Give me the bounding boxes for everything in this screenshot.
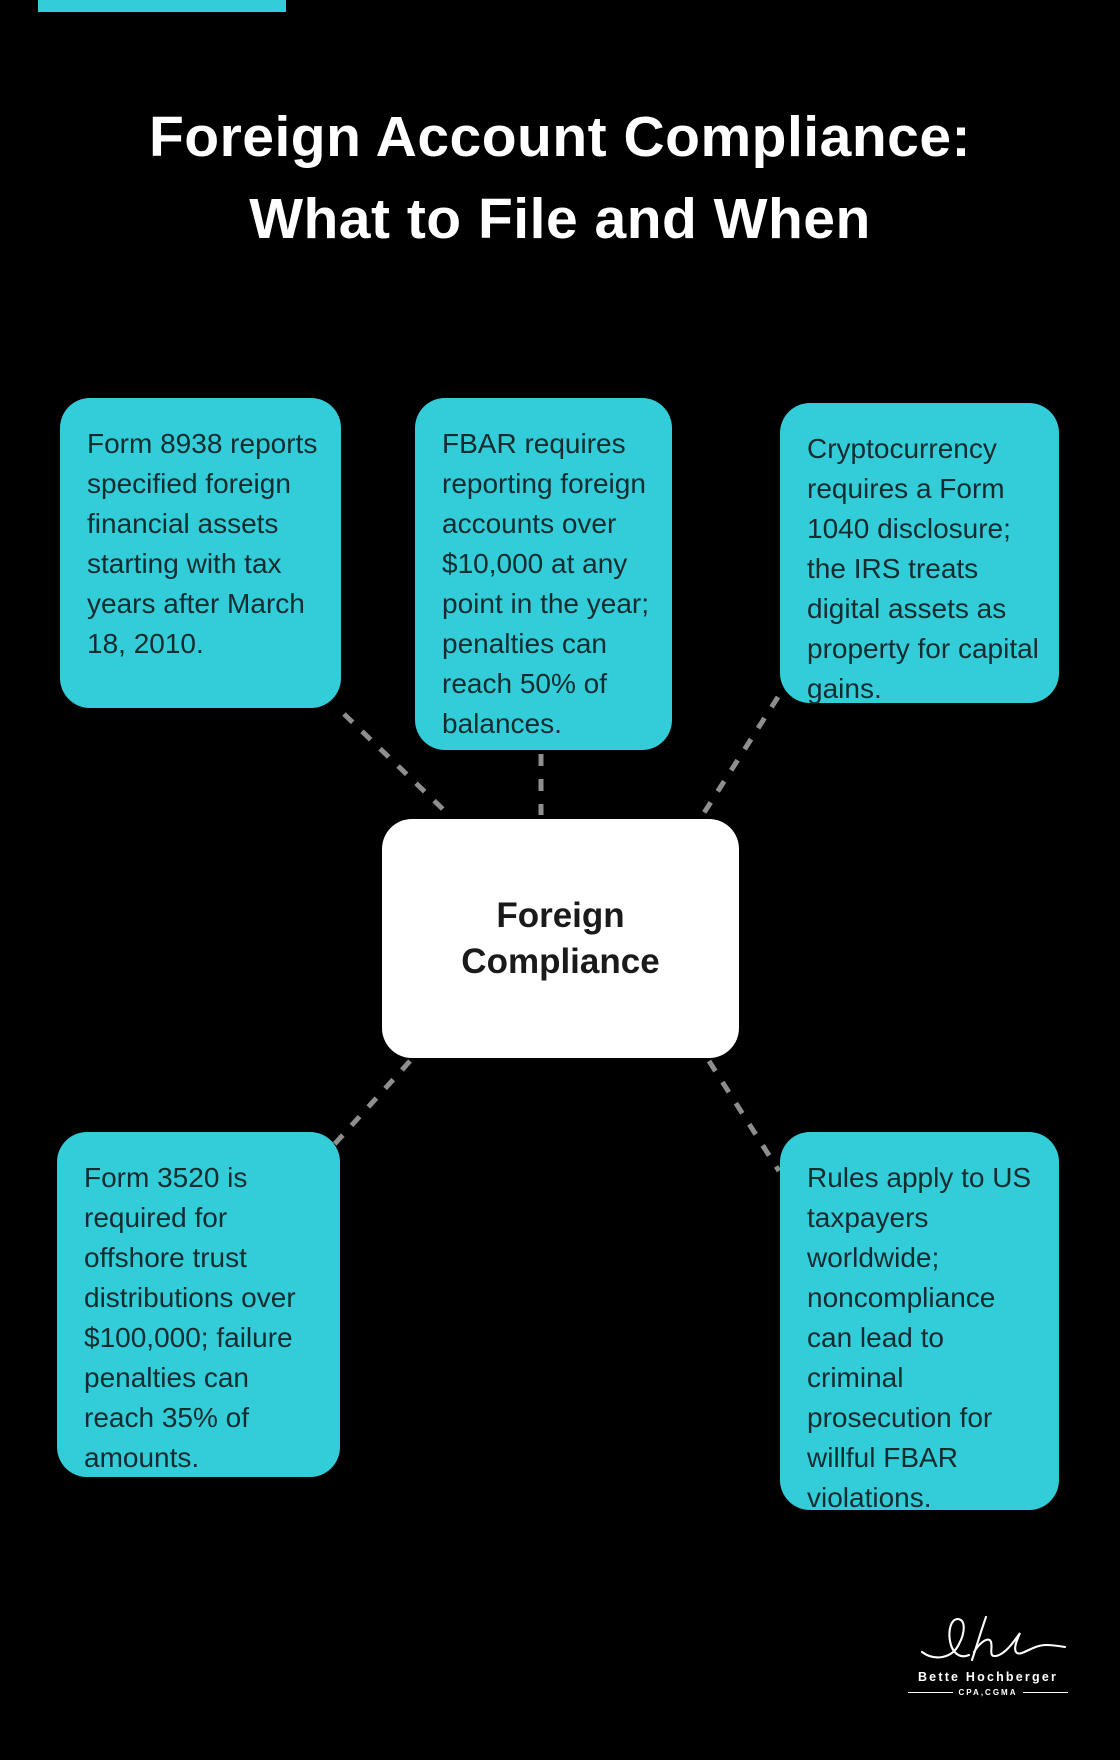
info-card-crypto: Cryptocurrency requires a Form 1040 disc… — [780, 403, 1059, 704]
signature-name: Bette Hochberger — [917, 1670, 1059, 1684]
info-card-crypto-text: Cryptocurrency requires a Form 1040 disc… — [807, 433, 1039, 704]
page-title-line2: What to File and When — [249, 187, 871, 251]
info-card-form-8938: Form 8938 reports specified foreign fina… — [60, 398, 341, 708]
info-card-worldwide-rules: Rules apply to US taxpayers worldwide; n… — [780, 1132, 1059, 1513]
signature-credentials-text: CPA,CGMA — [958, 1688, 1018, 1697]
central-node-line2: Compliance — [461, 941, 660, 981]
central-node-foreign-compliance: Foreign Compliance — [382, 819, 739, 1058]
credential-rule-right — [1023, 1692, 1068, 1693]
bh-signature-icon — [920, 1615, 1067, 1662]
info-card-form-3520-text: Form 3520 is required for offshore trust… — [84, 1162, 296, 1473]
signature-credentials: CPA,CGMA — [908, 1688, 1068, 1697]
info-card-form-3520: Form 3520 is required for offshore trust… — [57, 1132, 340, 1477]
central-node-line1: Foreign — [496, 895, 625, 935]
page-title-line1: Foreign Account Compliance: — [148, 105, 972, 169]
page-title: Foreign Account Compliance: What to File… — [0, 96, 1120, 260]
credential-rule-left — [908, 1692, 953, 1693]
signature-block: Bette Hochberger CPA,CGMA — [908, 1612, 1068, 1697]
info-card-fbar: FBAR requires reporting foreign accounts… — [415, 398, 672, 750]
top-accent-bar — [38, 0, 286, 12]
info-card-fbar-text: FBAR requires reporting foreign accounts… — [442, 428, 650, 739]
connector-crypto-center — [699, 695, 781, 818]
info-card-form-8938-text: Form 8938 reports specified foreign fina… — [87, 428, 318, 659]
connector-center-worldwide — [706, 1059, 782, 1173]
info-card-worldwide-rules-text: Rules apply to US taxpayers worldwide; n… — [807, 1162, 1032, 1513]
